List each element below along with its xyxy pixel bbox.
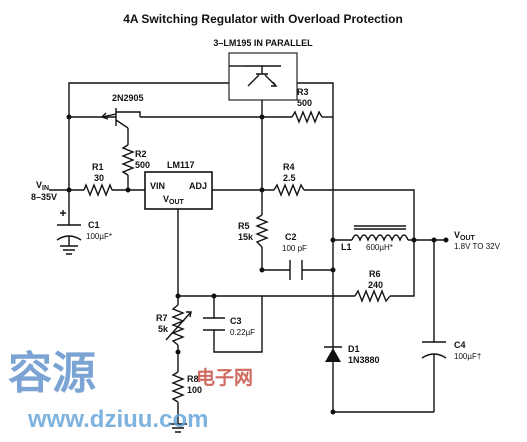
c3-ref: C3 (230, 316, 242, 326)
c1-val: 100µF* (86, 232, 112, 241)
q-pnp-label: 2N2905 (112, 93, 144, 103)
c3-val: 0.22µF (230, 328, 255, 337)
c4-ref: C4 (454, 340, 466, 350)
q-pnp-transistor (100, 108, 141, 129)
watermark-url: www.dziuu.com (27, 406, 208, 433)
c1-capacitor (56, 210, 82, 241)
r8-val: 100 (187, 385, 202, 395)
r2-val: 500 (135, 160, 150, 170)
d1-diode (324, 346, 342, 362)
r4-val: 2.5 (283, 173, 296, 183)
vin-label: VIN (36, 180, 49, 192)
r1-resistor (83, 183, 113, 197)
r8-ref: R8 (187, 374, 199, 384)
c1-ref: C1 (88, 220, 100, 230)
r2-ref: R2 (135, 149, 147, 159)
vout-range: 1.8V TO 32V (454, 242, 501, 251)
r5-val: 15k (238, 232, 254, 242)
lm195-transistor-array (228, 52, 298, 101)
r6-resistor (354, 289, 391, 303)
c4-capacitor (421, 341, 447, 359)
r1-ref: R1 (92, 162, 104, 172)
c4-val: 100µF† (454, 352, 481, 361)
junction-dots (66, 114, 449, 415)
r4-ref: R4 (283, 162, 295, 172)
r6-val: 240 (368, 280, 383, 290)
r3-ref: R3 (297, 87, 309, 97)
d1-val: 1N3880 (348, 355, 380, 365)
lm117-adj-pin: ADJ (189, 181, 207, 191)
r8-resistor (171, 371, 185, 403)
r3-val: 500 (297, 98, 312, 108)
lm117-regulator (144, 171, 213, 210)
lm117-name: LM117 (167, 160, 195, 170)
d1-ref: D1 (348, 344, 360, 354)
r7-potentiometer (165, 304, 192, 346)
diagram-title: 4A Switching Regulator with Overload Pro… (123, 12, 403, 26)
lm117-vout-pin: VOUT (163, 194, 185, 206)
r5-ref: R5 (238, 221, 250, 231)
r4-resistor (273, 183, 305, 197)
vout-label: VOUT (454, 230, 476, 242)
vin-range: 8–35V (31, 192, 57, 202)
r1-val: 30 (94, 173, 104, 183)
ground-symbol-r8 (169, 423, 187, 433)
watermark-cn-main: 容源 (8, 348, 96, 399)
c2-ref: C2 (285, 232, 297, 242)
l1-inductor (351, 225, 409, 242)
c3-capacitor (203, 317, 225, 331)
r2-resistor (121, 144, 135, 176)
wiring (49, 65, 446, 424)
c2-capacitor (289, 260, 303, 280)
r7-val: 5k (158, 324, 169, 334)
l1-ref: L1 (341, 242, 352, 252)
c2-val: 100 pF (282, 244, 307, 253)
l1-val: 600µH* (366, 243, 393, 252)
r7-ref: R7 (156, 313, 168, 323)
lm117-vin-pin: VIN (150, 181, 165, 191)
r3-resistor (291, 110, 323, 124)
r6-ref: R6 (369, 269, 381, 279)
ground-symbol-c1 (60, 245, 78, 255)
r5-resistor (255, 214, 269, 248)
watermark-cn-sub: 电子网 (196, 366, 253, 389)
transistor-array-label: 3–LM195 IN PARALLEL (213, 38, 313, 48)
